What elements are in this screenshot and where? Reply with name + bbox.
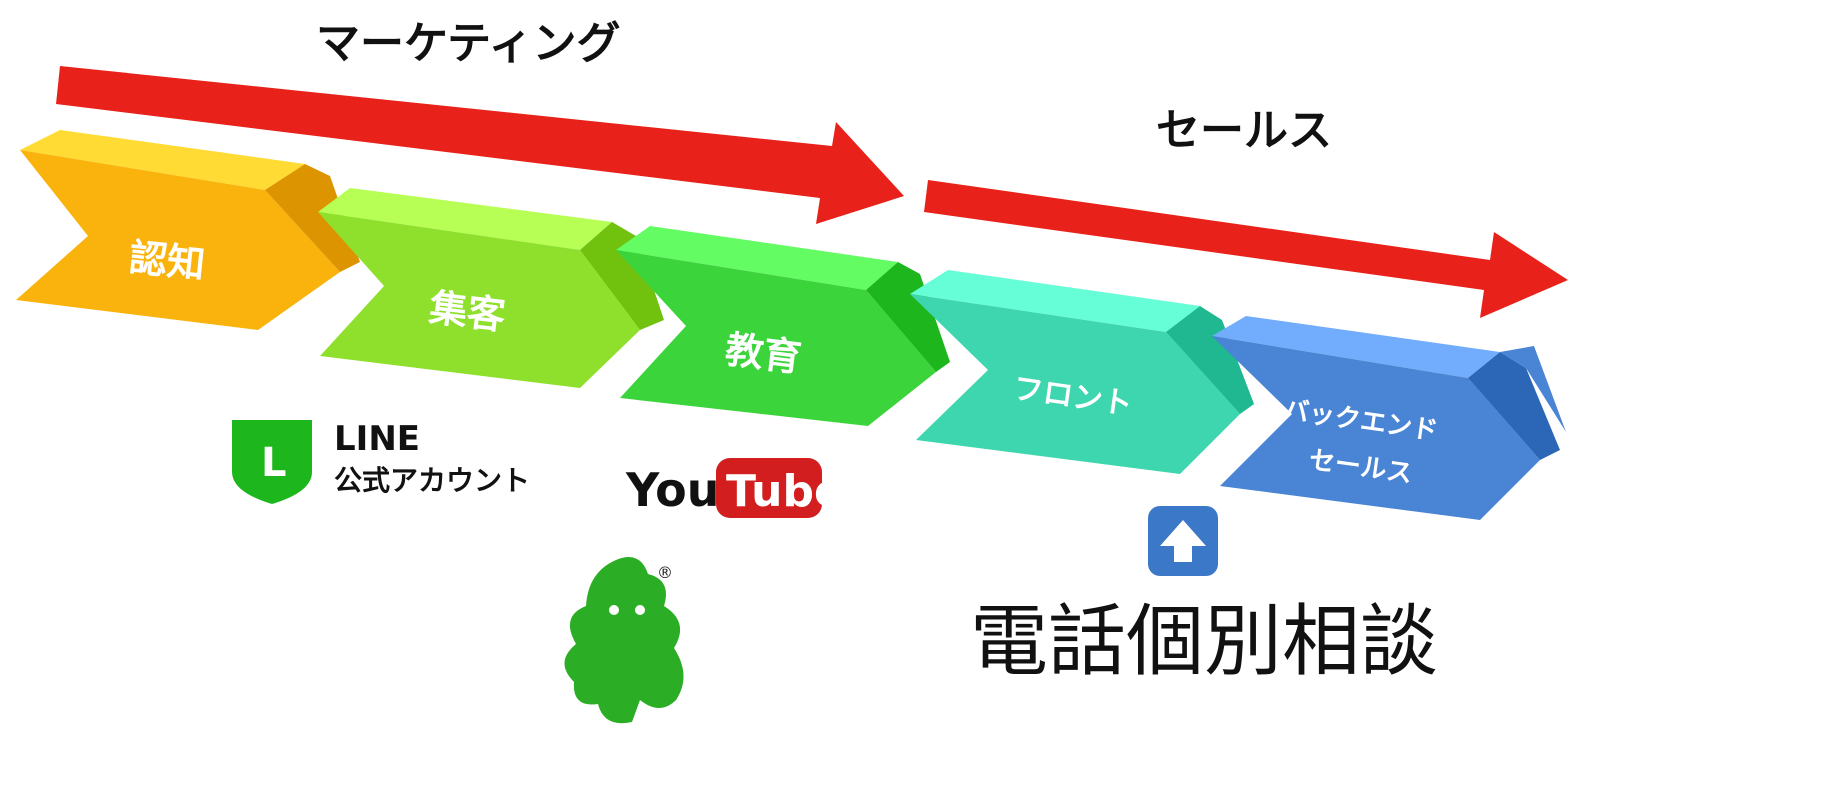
stage-label-education: 教育 <box>723 327 804 380</box>
line-logo-subtitle: 公式アカウント <box>334 464 530 497</box>
sales-phase-title: セールス <box>1156 105 1332 156</box>
sales-arrow <box>924 180 1568 318</box>
stage-chevron-acquisition: 集客 <box>318 188 664 388</box>
registered-mark: ® <box>657 563 673 582</box>
youtube-logo: You Tube <box>625 458 844 518</box>
line-badge-letter: L <box>261 440 287 486</box>
stage-chevron-front: フロント <box>910 270 1254 474</box>
stage-chevron-education: 教育 <box>616 226 950 426</box>
stage-chevron-awareness: 認知 <box>16 130 360 330</box>
stage-label-acquisition: 集客 <box>426 285 508 338</box>
youtube-logo-you: You <box>625 463 719 517</box>
green-mascot-icon <box>564 557 684 724</box>
marketing-arrow <box>56 66 904 224</box>
green-mascot-logo: ® <box>564 557 684 724</box>
line-badge-icon <box>232 420 312 504</box>
youtube-logo-tube: Tube <box>726 466 844 517</box>
stage-chevron-backend-sales: バックエンド セールス <box>1212 316 1566 520</box>
line-official-account-logo: L LINE 公式アカウント <box>232 419 530 504</box>
youtube-logo-tube-box <box>716 458 822 518</box>
up-arrow-icon <box>1148 506 1218 576</box>
stage-label-awareness: 認知 <box>127 235 207 287</box>
line-logo-title: LINE <box>334 419 420 459</box>
marketing-phase-title: マーケティング <box>316 18 620 69</box>
phone-consultation-caption: 電話個別相談 <box>970 597 1438 687</box>
